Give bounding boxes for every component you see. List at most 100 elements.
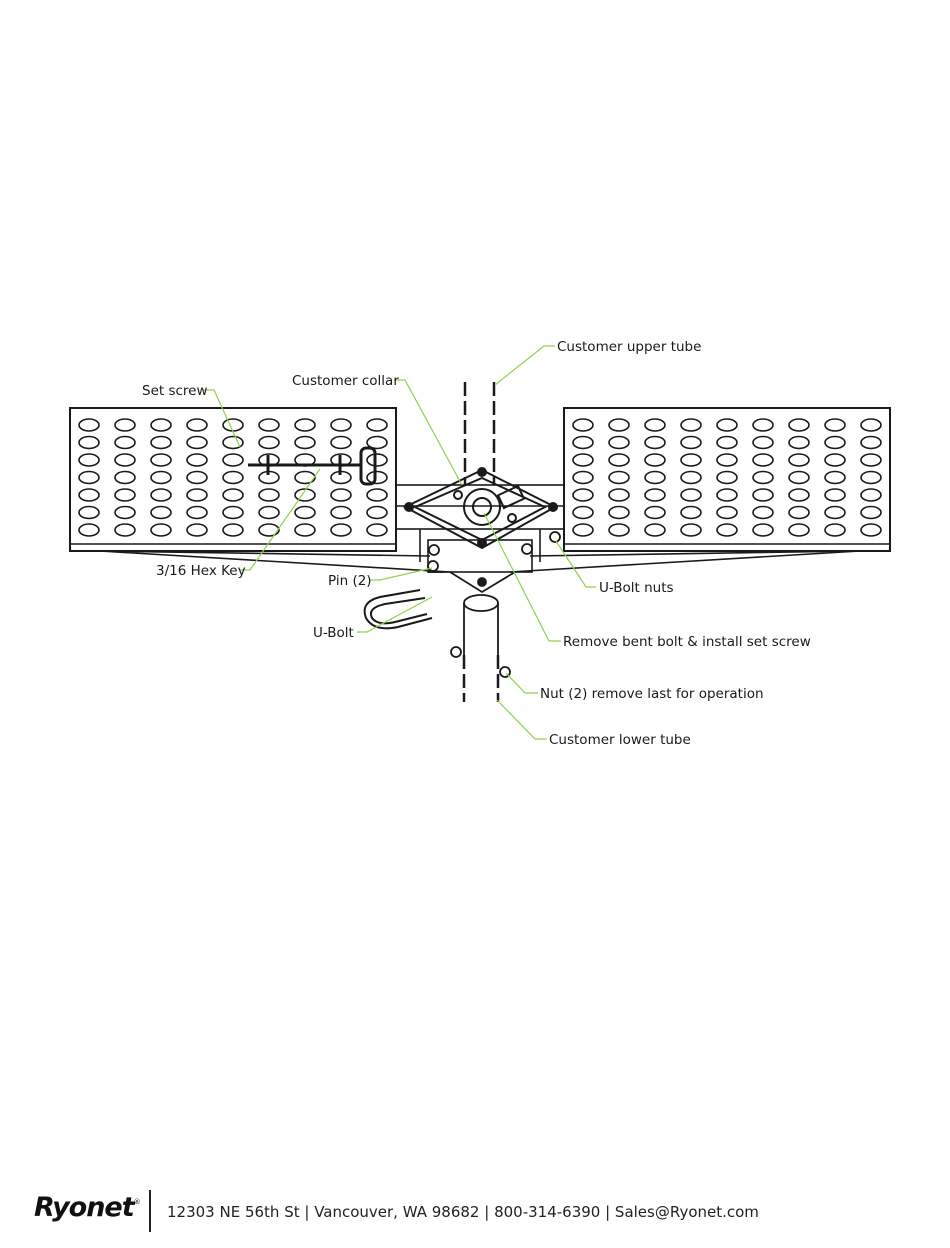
perforation-hole: [223, 419, 243, 431]
perforation-hole: [717, 489, 737, 501]
perforation-hole: [79, 454, 99, 466]
perforation-hole: [151, 489, 171, 501]
perforation-hole: [861, 454, 881, 466]
perforation-hole: [331, 507, 351, 519]
perforation-hole: [223, 489, 243, 501]
perforation-hole: [789, 437, 809, 449]
perforation-hole: [717, 524, 737, 536]
perforation-hole: [861, 472, 881, 484]
perforation-hole: [753, 454, 773, 466]
perforation-hole: [573, 507, 593, 519]
label-customer-lower-tube: Customer lower tube: [549, 732, 691, 748]
perforation-hole: [79, 524, 99, 536]
perforation-hole: [789, 454, 809, 466]
perforation-hole: [259, 437, 279, 449]
footer-contact: 12303 NE 56th St | Vancouver, WA 98682 |…: [167, 1203, 759, 1221]
perforation-hole: [115, 437, 135, 449]
perforation-hole: [151, 507, 171, 519]
perforation-hole: [825, 454, 845, 466]
perforation-hole: [861, 489, 881, 501]
perforation-hole: [331, 489, 351, 501]
footer-divider: [149, 1190, 151, 1232]
left-tray: [70, 408, 396, 551]
perforation-hole: [187, 437, 207, 449]
perforation-hole: [187, 524, 207, 536]
perforation-hole: [717, 507, 737, 519]
perforation-hole: [861, 419, 881, 431]
perforation-hole: [223, 507, 243, 519]
perforation-hole: [645, 437, 665, 449]
perforation-hole: [115, 489, 135, 501]
perforation-hole: [861, 437, 881, 449]
perforation-hole: [367, 524, 387, 536]
perforation-hole: [753, 437, 773, 449]
perforation-hole: [645, 419, 665, 431]
perforation-hole: [151, 524, 171, 536]
perforation-hole: [79, 472, 99, 484]
perforation-hole: [825, 489, 845, 501]
perforation-hole: [573, 454, 593, 466]
perforation-hole: [825, 524, 845, 536]
perforation-hole: [789, 507, 809, 519]
perforation-hole: [573, 472, 593, 484]
perforation-hole: [573, 419, 593, 431]
label-nut: Nut (2) remove last for operation: [540, 686, 764, 702]
label-customer-upper-tube: Customer upper tube: [557, 339, 701, 355]
perforation-hole: [789, 472, 809, 484]
perforation-hole: [187, 472, 207, 484]
perforation-hole: [295, 507, 315, 519]
perforation-hole: [753, 524, 773, 536]
perforation-hole: [825, 419, 845, 431]
loose-nuts: [451, 647, 510, 677]
label-hex-key: 3/16 Hex Key: [156, 563, 246, 579]
perforation-hole: [789, 524, 809, 536]
perforation-hole: [259, 507, 279, 519]
perforation-hole: [609, 454, 629, 466]
logo-text: Ryonet: [34, 1192, 134, 1223]
perforation-hole: [825, 437, 845, 449]
perforation-hole: [115, 454, 135, 466]
perforation-hole: [259, 419, 279, 431]
perforation-hole: [151, 419, 171, 431]
perforation-hole: [367, 454, 387, 466]
perforation-hole: [717, 454, 737, 466]
u-bolt-shape: [365, 590, 432, 628]
perforation-hole: [151, 472, 171, 484]
perforation-hole: [861, 524, 881, 536]
perforation-hole: [331, 419, 351, 431]
label-customer-collar: Customer collar: [292, 373, 399, 389]
perforation-hole: [259, 524, 279, 536]
perforation-hole: [295, 472, 315, 484]
perforation-hole: [789, 419, 809, 431]
perforation-hole: [367, 489, 387, 501]
perforation-hole: [187, 507, 207, 519]
perforation-hole: [187, 489, 207, 501]
label-set-screw: Set screw: [142, 383, 208, 399]
perforation-hole: [717, 437, 737, 449]
perforation-hole: [115, 524, 135, 536]
perforation-hole: [681, 472, 701, 484]
perforation-hole: [609, 419, 629, 431]
perforation-hole: [331, 524, 351, 536]
perforation-hole: [789, 489, 809, 501]
perforation-hole: [609, 524, 629, 536]
perforation-hole: [115, 472, 135, 484]
lower-assembly: [450, 572, 515, 655]
label-u-bolt: U-Bolt: [313, 625, 354, 641]
perforation-hole: [367, 419, 387, 431]
right-tray: [564, 408, 890, 551]
perforation-hole: [573, 489, 593, 501]
right-tray-holes: [573, 419, 881, 536]
perforation-hole: [259, 489, 279, 501]
mount-plate: [405, 468, 557, 548]
perforation-hole: [681, 489, 701, 501]
perforation-hole: [573, 437, 593, 449]
perforation-hole: [609, 507, 629, 519]
perforation-hole: [151, 437, 171, 449]
perforation-hole: [79, 489, 99, 501]
perforation-hole: [223, 454, 243, 466]
perforation-hole: [609, 489, 629, 501]
perforation-hole: [645, 454, 665, 466]
perforation-hole: [681, 524, 701, 536]
